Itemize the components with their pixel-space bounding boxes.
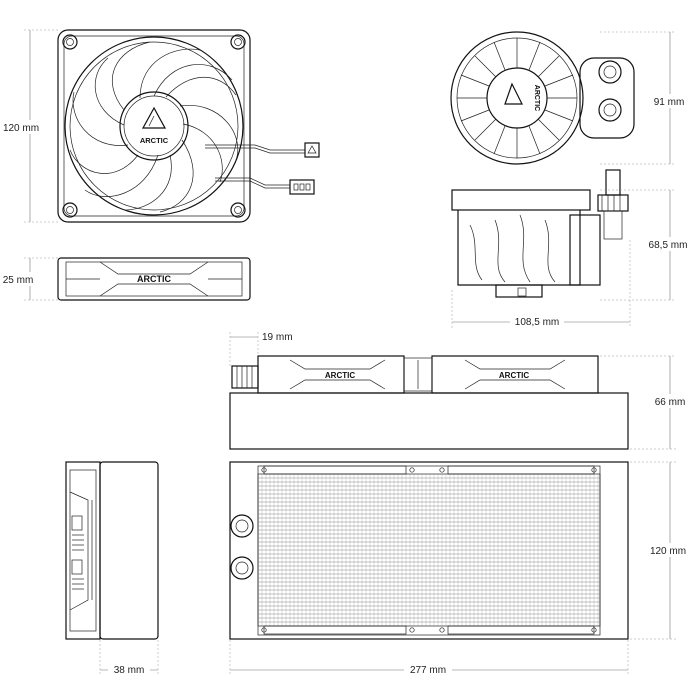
label-radiator-height: 120 mm — [650, 546, 686, 557]
dim-radiator-thickness: 38 mm — [99, 640, 159, 676]
dim-pump-width: 108,5 mm — [451, 240, 631, 328]
dim-fan-thickness: 25 mm — [0, 257, 60, 301]
label-radiator-thickness: 38 mm — [114, 665, 145, 676]
pump-fins — [457, 38, 577, 158]
dim-radiator-length: 277 mm — [229, 640, 629, 676]
radiator-top-side-view: ARCTIC ARCTIC — [229, 355, 629, 450]
radiator-fan-2-brand: ARCTIC — [499, 371, 529, 380]
fan-side-brand: ARCTIC — [137, 274, 171, 284]
radiator-end-view — [65, 461, 159, 640]
dim-fan-offset: 19 mm — [229, 332, 293, 366]
label-radiator-length: 277 mm — [410, 665, 446, 676]
label-radiator-total-thickness: 66 mm — [655, 397, 686, 408]
fan-front-view: ARCTIC — [57, 29, 320, 223]
label-pump-height: 91 mm — [654, 97, 685, 108]
label-pump-depth: 68,5 mm — [649, 240, 688, 251]
arctic-logo-icon — [141, 106, 167, 129]
label-fan-thickness: 25 mm — [3, 275, 34, 286]
radiator-fin-mesh — [258, 474, 600, 626]
dim-fan-height: 120 mm — [0, 29, 60, 223]
fan-side-view: ARCTIC — [57, 257, 251, 301]
fan-hub-brand: ARCTIC — [140, 136, 169, 145]
dim-pump-depth: 68,5 mm — [600, 189, 690, 301]
radiator-front-view — [229, 461, 629, 640]
label-fan-height: 120 mm — [3, 123, 39, 134]
dim-radiator-height: 120 mm — [630, 461, 690, 640]
dim-pump-height: 91 mm — [600, 31, 690, 165]
radiator-fan-1-brand: ARCTIC — [325, 371, 355, 380]
label-pump-width: 108,5 mm — [515, 317, 559, 328]
pump-side-view — [451, 169, 629, 298]
pump-logo-icon — [504, 82, 523, 105]
dim-radiator-total-thickness: 66 mm — [600, 355, 690, 450]
pump-brand: ARCTIC — [533, 85, 540, 111]
label-fan-offset: 19 mm — [262, 332, 293, 343]
